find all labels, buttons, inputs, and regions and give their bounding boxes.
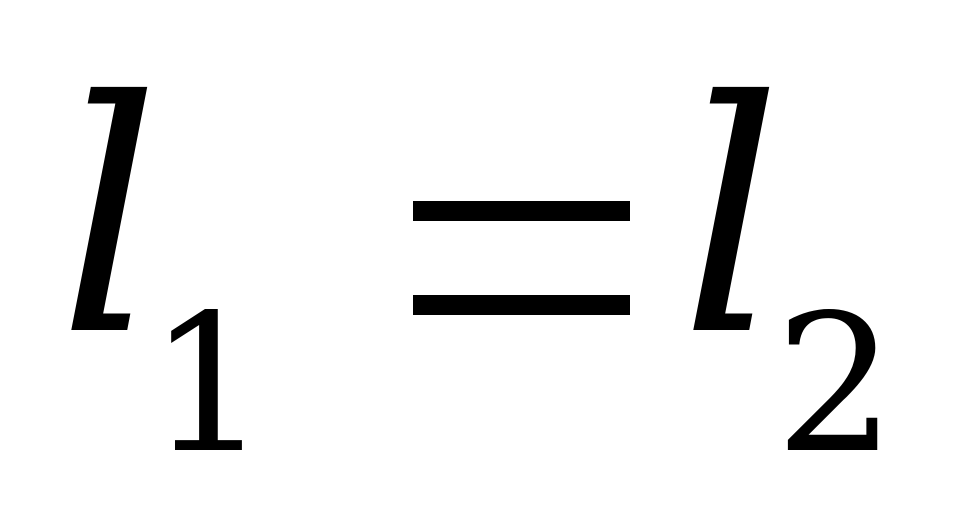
rhs-subscript: 2 bbox=[775, 274, 896, 495]
lhs-subscript: 1 bbox=[148, 274, 269, 495]
equals-top-bar bbox=[413, 201, 630, 221]
equals-bottom-bar bbox=[413, 295, 630, 315]
rhs-variable: l bbox=[680, 34, 783, 406]
lhs-variable: l bbox=[58, 34, 161, 406]
